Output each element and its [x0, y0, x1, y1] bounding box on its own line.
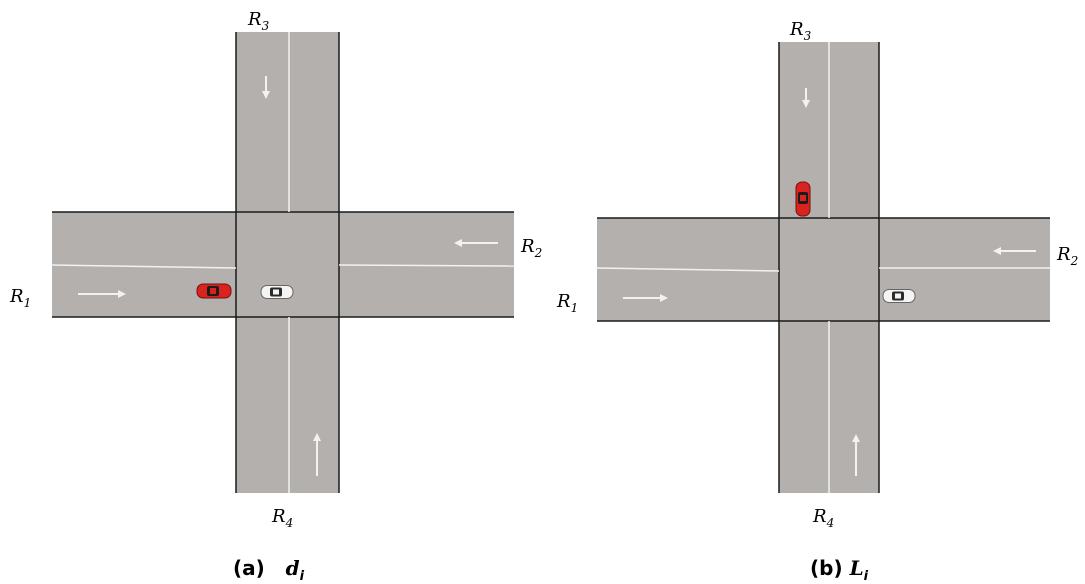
road-label-r2-a: R2: [520, 236, 542, 260]
caption-variable: d: [285, 556, 300, 580]
caption-subscript: i: [863, 569, 869, 584]
panel-a: R3 R2 R1 R4: [9, 9, 542, 530]
intersection-box-a: [235, 211, 340, 318]
road-label-r1-b: R1: [556, 291, 578, 315]
intersection-box-b: [778, 217, 880, 322]
road-r3-a: [236, 32, 339, 212]
white-car-icon: [260, 285, 294, 299]
red-car-icon: [196, 283, 232, 299]
panel-b: R3 R2 R1 R4: [556, 19, 1078, 530]
road-label-r2-b: R2: [1056, 244, 1078, 268]
road-r1-a: [52, 212, 236, 317]
road-label-r3-b: R3: [789, 19, 812, 43]
road-edges-b: [597, 42, 1050, 493]
lane-dividers-b: [596, 42, 1050, 493]
direction-arrows-a: [78, 76, 498, 476]
white-car-icon: [882, 289, 916, 303]
road-edges-a: [52, 32, 514, 493]
caption-b: (b) Li: [810, 556, 868, 584]
road-label-r3-a: R3: [247, 9, 270, 33]
direction-arrows-b: [623, 88, 1036, 476]
caption-prefix: (a): [233, 556, 265, 580]
lane-dividers-a: [51, 32, 515, 493]
caption-a: (a) di: [233, 556, 304, 584]
road-label-r4-b: R4: [812, 506, 834, 530]
road-r2-b: [879, 218, 1050, 321]
caption-variable: L: [849, 556, 864, 580]
caption-prefix: (b): [810, 556, 843, 580]
road-r4-a: [236, 317, 339, 493]
red-car-icon: [795, 181, 811, 217]
caption-subscript: i: [299, 569, 305, 584]
road-label-r1-a: R1: [9, 286, 31, 310]
road-label-r4-a: R4: [271, 506, 293, 530]
